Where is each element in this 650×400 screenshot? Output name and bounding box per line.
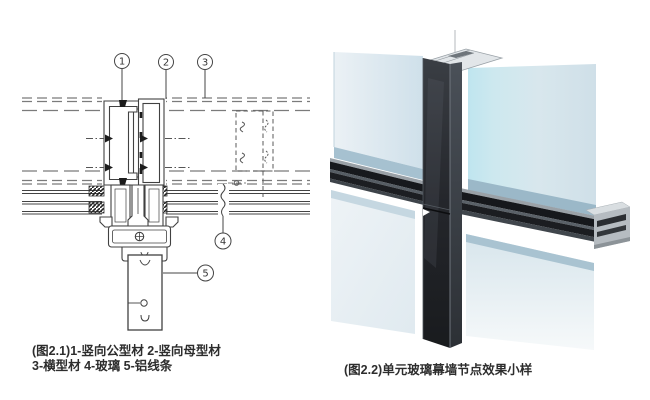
figure-2-1-cad-detail: 1 2 3 4 5 [22, 53, 310, 331]
screw-anchors [86, 134, 190, 172]
gasket-bottom [119, 178, 127, 185]
callout-circle-2 [158, 54, 174, 70]
angle-foot-left [99, 216, 113, 228]
callout-circle-5 [197, 264, 214, 282]
caption-line-1: (图2.1)1-竖向公型材 2-竖向母型材 [32, 344, 221, 358]
upper-left-glass-bottom-edge [334, 147, 423, 180]
callout-circle-4 [214, 232, 232, 250]
callout-number-2: 2 [163, 58, 169, 69]
lower-right-glass-top-edge [466, 234, 594, 271]
upper-right-glass-pane [468, 64, 596, 216]
lower-left-glass-pane [331, 190, 415, 334]
figure-2-2-3d-render [330, 30, 631, 350]
aluminum-trim [127, 254, 163, 331]
transom-left-arm [330, 158, 424, 205]
mullion-sheen [424, 78, 444, 268]
gasket-top [119, 100, 127, 107]
hidden-transom-detail [228, 110, 274, 197]
caption-line-2: 3-横型材 4-玻璃 5-铝线条 [32, 359, 173, 373]
callout-number-1: 1 [119, 57, 125, 68]
clip-symbol [239, 121, 245, 133]
figure-2-2-caption: (图2.2)单元玻璃幕墙节点效果小样 [344, 363, 533, 377]
callout-number-3: 3 [202, 58, 208, 69]
upper-left-glass-pane [334, 52, 423, 169]
break-line [220, 183, 226, 217]
callouts: 1 2 3 4 5 [114, 53, 232, 282]
clip-symbol [239, 152, 245, 164]
lower-left-glass-top-edge [331, 190, 415, 219]
figure-2-1-caption: (图2.1)1-竖向公型材 2-竖向母型材 3-横型材 4-玻璃 5-铝线条 [32, 344, 221, 374]
transom-joint [88, 184, 179, 262]
callout-circle-3 [197, 54, 213, 70]
callout-number-5: 5 [202, 269, 208, 280]
vertical-female-profile [137, 98, 165, 188]
callout-circle-1 [114, 53, 130, 69]
upper-right-glass-bottom-edge [468, 179, 596, 216]
vertical-mullion [422, 58, 462, 348]
unit-split-seam [422, 207, 451, 215]
callout-number-4: 4 [220, 237, 226, 248]
transom-right-arm [460, 188, 596, 242]
unit-split-notch [423, 209, 430, 216]
transom-aluminum-end-section [585, 201, 631, 249]
